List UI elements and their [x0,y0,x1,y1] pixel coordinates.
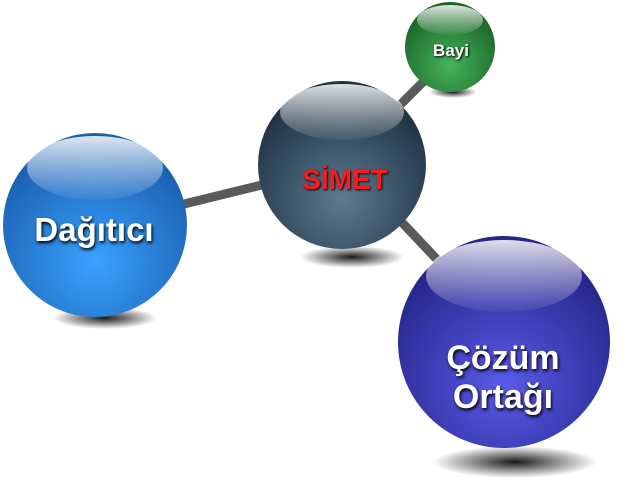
dealer-sphere [405,2,495,92]
partner-sphere [398,236,610,448]
dealer-label: Bayi [433,41,469,61]
connector-distributor [175,178,275,210]
partner-label-line2: Ortağı [452,378,554,416]
center-label: SİMET [302,163,388,195]
center-shadow [300,246,404,268]
partner-shadow [433,446,597,478]
partner-label-line1: Çözüm [446,338,560,377]
center-sphere [258,81,426,249]
partner-label: Çözüm Ortağı [446,339,559,417]
distributor-label: Dağıtıcı [34,211,154,249]
distributor-sphere [3,133,187,317]
